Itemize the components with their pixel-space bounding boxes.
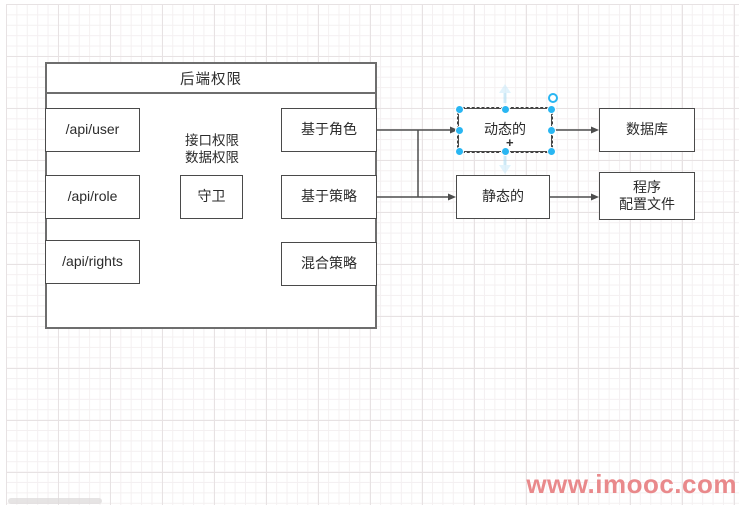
node-guard-label: 守卫 bbox=[197, 188, 226, 205]
selection-handle-nw[interactable] bbox=[455, 105, 464, 114]
node-dynamic[interactable]: 动态的 + bbox=[455, 93, 558, 156]
node-static-label: 静态的 bbox=[482, 188, 524, 205]
node-config-file[interactable]: 程序 配置文件 bbox=[599, 172, 695, 220]
node-config-file-line1: 程序 bbox=[633, 178, 661, 195]
selection-handle-se[interactable] bbox=[547, 147, 556, 156]
node-api-user[interactable]: /api/user bbox=[45, 108, 140, 152]
guard-note-label: 接口权限 数据权限 bbox=[153, 132, 271, 166]
node-database-label: 数据库 bbox=[626, 121, 668, 138]
selection-handle-ne[interactable] bbox=[547, 105, 556, 114]
selection-handle-sw[interactable] bbox=[455, 147, 464, 156]
node-role-based-label: 基于角色 bbox=[301, 121, 357, 138]
move-plus-icon: + bbox=[506, 135, 514, 150]
watermark: www.imooc.com bbox=[526, 469, 737, 499]
node-config-file-line2: 配置文件 bbox=[619, 196, 675, 212]
selection-handle-e[interactable] bbox=[547, 126, 556, 135]
node-policy-based[interactable]: 基于策略 bbox=[281, 175, 377, 219]
guard-note-line1: 接口权限 bbox=[185, 133, 239, 148]
node-guard[interactable]: 守卫 bbox=[180, 175, 243, 219]
node-mixed-policy[interactable]: 混合策略 bbox=[281, 242, 377, 286]
horizontal-scrollbar-thumb[interactable] bbox=[8, 498, 102, 504]
node-role-based[interactable]: 基于角色 bbox=[281, 108, 377, 152]
node-api-user-label: /api/user bbox=[65, 121, 120, 138]
node-mixed-policy-label: 混合策略 bbox=[301, 255, 357, 272]
node-api-role[interactable]: /api/role bbox=[45, 175, 140, 219]
guard-note-line2: 数据权限 bbox=[185, 150, 239, 165]
rotate-handle-icon[interactable] bbox=[548, 93, 558, 103]
node-static[interactable]: 静态的 bbox=[456, 175, 550, 219]
selection-handle-s[interactable] bbox=[501, 147, 510, 156]
container-title: 后端权限 bbox=[47, 64, 375, 94]
node-policy-based-label: 基于策略 bbox=[301, 188, 357, 205]
selection-handle-w[interactable] bbox=[455, 126, 464, 135]
node-api-rights-label: /api/rights bbox=[62, 253, 123, 270]
node-dynamic-label: 动态的 bbox=[484, 121, 526, 138]
selection-handle-n[interactable] bbox=[501, 105, 510, 114]
node-api-role-label: /api/role bbox=[67, 188, 118, 205]
node-api-rights[interactable]: /api/rights bbox=[45, 240, 140, 284]
node-database[interactable]: 数据库 bbox=[599, 108, 695, 152]
